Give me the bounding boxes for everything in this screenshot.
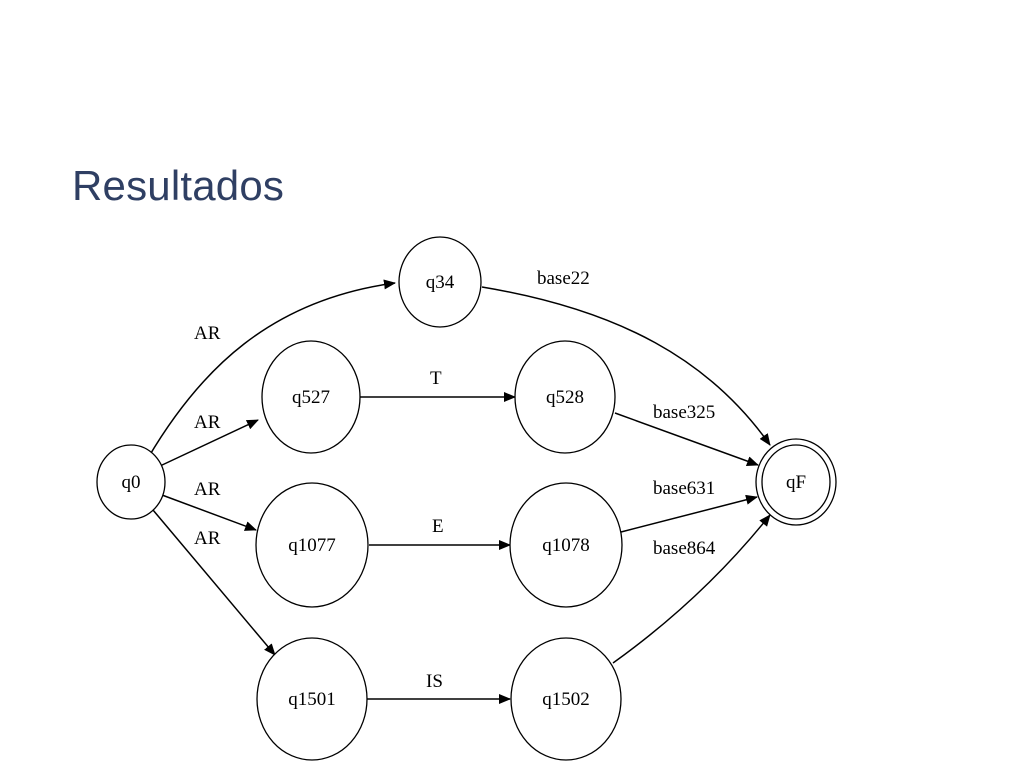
edge-label: T [430,368,442,389]
node-q527: q527 [261,340,361,454]
node-label: q1077 [288,535,336,556]
node-q0: q0 [96,444,166,520]
edge-q0-q527 [159,419,259,467]
node-q528: q528 [514,340,616,454]
edge-q34-qF [481,286,771,446]
edge-label: IS [426,671,443,692]
edge-label: E [432,516,444,537]
edge-label: base864 [653,538,716,559]
node-label: q0 [122,472,141,493]
node-label: q1502 [542,689,590,710]
edge-label: AR [194,323,221,344]
node-label: q1501 [288,689,336,710]
edge-q0-q1077 [161,494,257,531]
edge-label: AR [194,412,221,433]
node-q34: q34 [398,236,482,328]
edge-q1078-qF [620,494,758,533]
node-q1501: q1501 [256,637,368,761]
edge-q0-q1501 [152,509,276,656]
edge-label: AR [194,528,221,549]
node-label: q527 [292,387,330,408]
node-label: q1078 [542,535,590,556]
node-qF-accepting: qF [755,438,837,526]
node-q1077: q1077 [255,482,369,608]
edge-q0-q34 [147,279,396,459]
node-q1078: q1078 [509,482,623,608]
slide-title: Resultados [72,162,285,209]
edge-label: base631 [653,478,715,499]
node-label: q528 [546,387,584,408]
node-q1502: q1502 [510,637,622,761]
edge-label: base22 [537,268,590,289]
node-label: qF [786,472,806,493]
edge-q1502-qF [612,514,771,664]
node-label: q34 [426,272,455,293]
edge-label: AR [194,479,221,500]
edge-label: base325 [653,402,715,423]
edge-q528-qF [614,412,759,466]
